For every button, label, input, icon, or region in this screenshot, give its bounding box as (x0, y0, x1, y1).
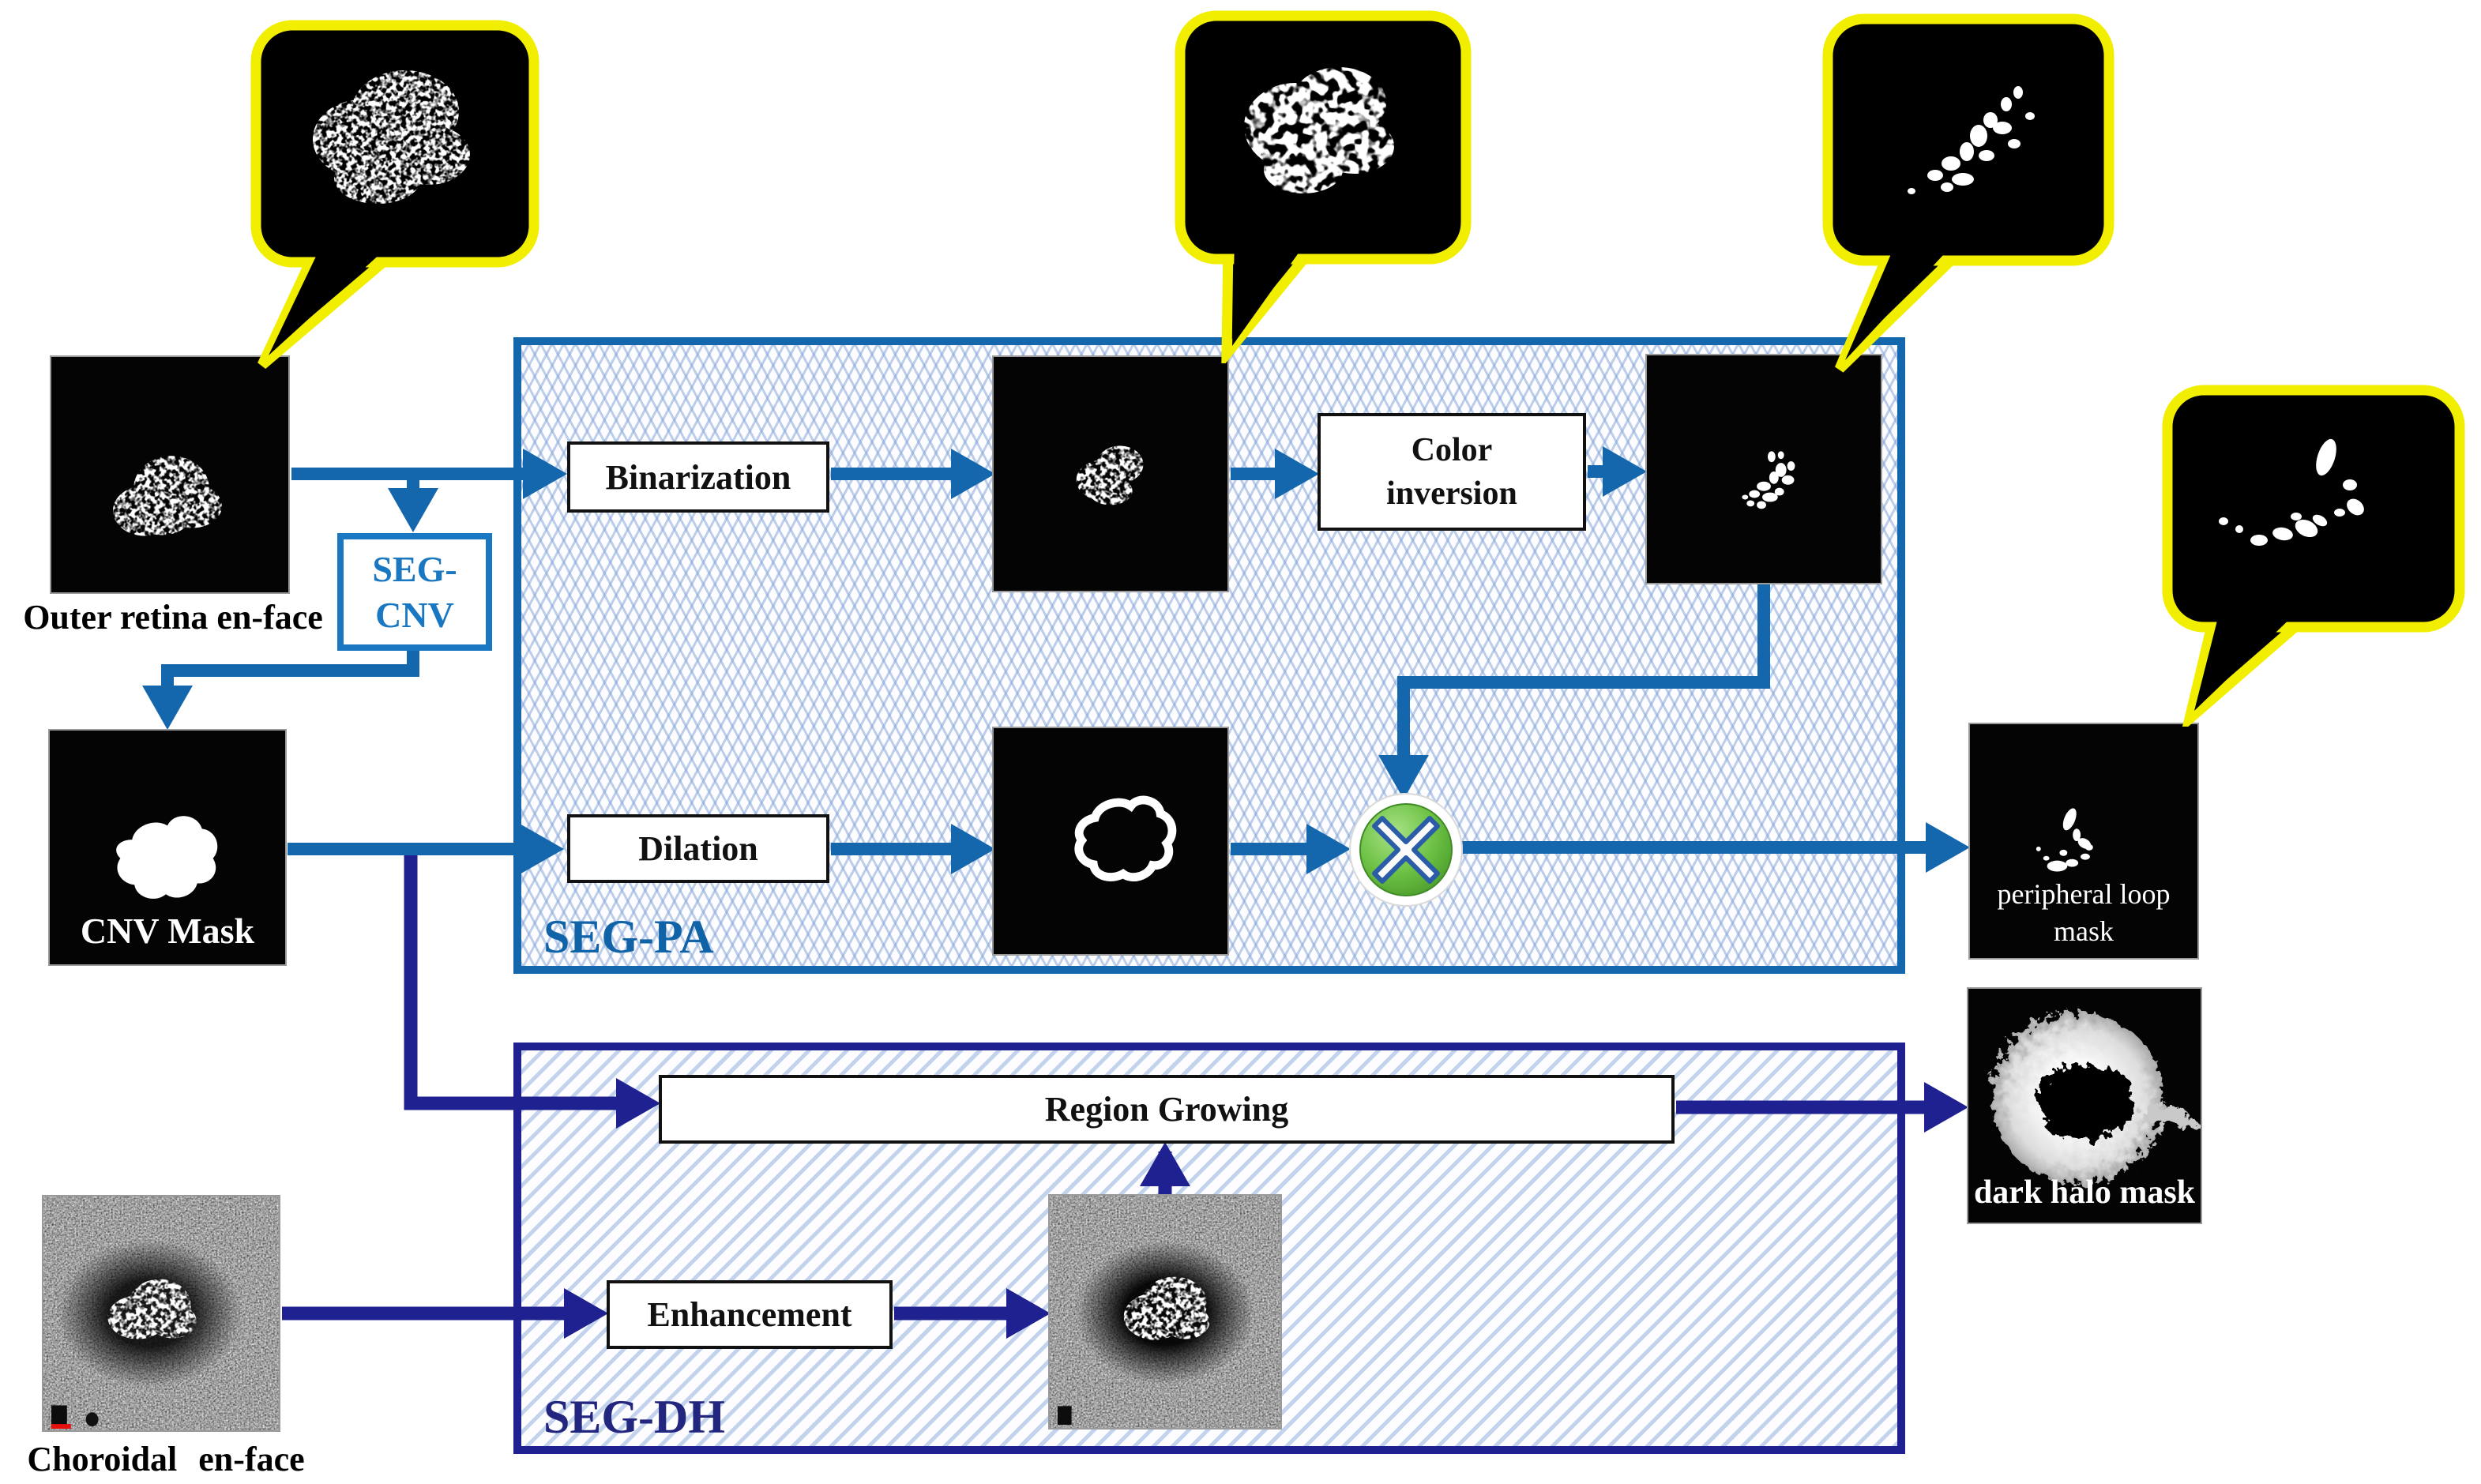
peripheral-loop-caption-line2: mask (2054, 915, 2114, 948)
outer-retina-caption: Outer retina en-face (23, 598, 323, 637)
choroidal-caption: Choroidal en-face (27, 1440, 305, 1478)
zoom-callout-outer-retina (243, 13, 553, 370)
cnv-mask-image: CNV Mask (48, 729, 287, 966)
peripheral-loop-caption-line1: peripheral loop (1997, 878, 2171, 911)
enhancement-box: Enhancement (607, 1280, 893, 1349)
enhancement-label: Enhancement (647, 1295, 852, 1334)
dark-halo-caption: dark halo mask (1973, 1174, 2196, 1211)
navy-arrowheads (564, 1078, 1968, 1339)
zoom-callout-inverted (1817, 9, 2125, 377)
seg-cnv-label-line1: SEG- (372, 549, 457, 589)
dilation-label: Dilation (638, 829, 758, 868)
peripheral-loop-caption: peripheral loop mask (1970, 876, 2197, 950)
color-inversion-label-line2: inversion (1386, 475, 1517, 512)
outer-retina-image (50, 355, 290, 594)
multiply-icon (1348, 792, 1464, 907)
binarization-label: Binarization (605, 457, 791, 497)
color-inversion-box: Color inversion (1318, 413, 1586, 531)
choroidal-image (42, 1195, 280, 1432)
dilation-box: Dilation (567, 814, 829, 883)
cnv-mask-caption: CNV Mask (80, 911, 255, 951)
dilated-mask-image (992, 727, 1229, 956)
color-inversion-label-line1: Color (1411, 431, 1493, 468)
binarization-box: Binarization (567, 441, 829, 513)
blue-flow-lines (161, 465, 1926, 855)
enhanced-image (1048, 1194, 1282, 1430)
dark-halo-mask-image: dark halo mask (1967, 987, 2202, 1224)
seg-dh-label: SEG-DH (543, 1391, 726, 1443)
seg-cnv-box: SEG- CNV (337, 533, 492, 651)
color-inverted-image (1645, 354, 1882, 584)
zoom-callout-binarized (1169, 8, 1485, 363)
region-growing-box: Region Growing (659, 1075, 1675, 1144)
seg-pa-label: SEG-PA (543, 911, 714, 963)
peripheral-loop-mask-image: peripheral loop mask (1968, 723, 2199, 960)
region-growing-label: Region Growing (1044, 1090, 1289, 1129)
seg-cnv-label-line2: CNV (375, 594, 454, 635)
blue-arrowheads (142, 446, 1970, 874)
zoom-callout-peripheral (2156, 382, 2472, 727)
binarized-image (992, 355, 1229, 592)
